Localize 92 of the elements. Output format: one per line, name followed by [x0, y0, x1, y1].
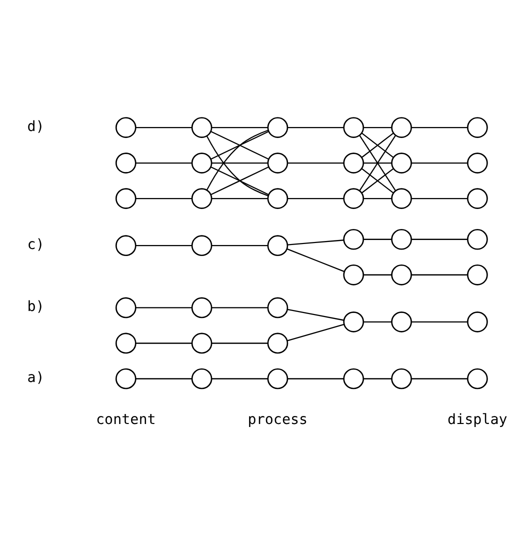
node-circle — [191, 368, 212, 389]
connector — [363, 197, 392, 199]
connector — [412, 126, 468, 128]
node-circle — [267, 296, 288, 318]
node-circle — [267, 152, 288, 173]
node-circle — [115, 332, 136, 354]
node-circle — [467, 228, 488, 250]
node-circle — [467, 264, 488, 285]
connector — [288, 239, 344, 245]
node-circle — [267, 332, 288, 354]
connector — [206, 129, 268, 190]
connector — [136, 306, 192, 308]
node-circle — [267, 116, 288, 138]
connector — [412, 162, 468, 164]
connector — [412, 197, 468, 199]
connector — [363, 320, 392, 322]
connector — [287, 323, 344, 341]
node-circle — [115, 116, 136, 138]
node-circle — [343, 311, 364, 332]
connector — [287, 308, 344, 320]
connector — [136, 378, 192, 379]
connector — [136, 244, 192, 246]
node-circle — [191, 116, 212, 138]
label: content — [96, 411, 156, 428]
connector — [363, 378, 392, 379]
node-circle — [267, 368, 288, 389]
connector — [136, 126, 192, 128]
node-circle — [343, 228, 364, 250]
label: b) — [27, 298, 44, 315]
node-circle — [343, 116, 364, 138]
connector — [412, 238, 468, 240]
connector — [212, 306, 268, 308]
node-circle — [191, 234, 212, 256]
connector — [359, 134, 396, 190]
node-circle — [115, 188, 136, 208]
label: process — [248, 411, 308, 428]
node-circle — [391, 228, 412, 250]
node-circle — [115, 368, 136, 389]
label: display — [448, 411, 508, 428]
node-circle — [191, 296, 212, 318]
node-circle — [467, 368, 488, 389]
connector — [286, 248, 345, 272]
connector — [288, 197, 344, 199]
connector — [136, 197, 192, 199]
node-circle — [343, 368, 364, 389]
connector — [412, 378, 468, 379]
node-circle — [191, 332, 212, 354]
connector — [212, 126, 268, 128]
connector — [136, 342, 192, 344]
connector — [361, 132, 394, 158]
connector — [206, 135, 268, 196]
connector — [212, 197, 268, 199]
connector — [136, 162, 192, 164]
connector — [412, 274, 468, 275]
node-circle — [115, 234, 136, 256]
connector — [361, 168, 394, 193]
node-circle — [267, 234, 288, 256]
node-circle — [467, 152, 488, 173]
node-circle — [391, 311, 412, 332]
connector — [412, 320, 468, 322]
connector — [288, 378, 344, 379]
connector — [212, 342, 268, 344]
connector — [363, 274, 392, 275]
node-circle — [343, 264, 364, 285]
connector — [212, 378, 268, 379]
node-circle — [467, 116, 488, 138]
node-circle — [343, 188, 364, 208]
connector — [288, 126, 344, 128]
node-circle — [391, 264, 412, 285]
node-circle — [467, 311, 488, 332]
connector — [212, 244, 268, 246]
node-circle — [267, 188, 288, 208]
node-circle — [467, 188, 488, 208]
node-circle — [343, 152, 364, 173]
node-circle — [391, 368, 412, 389]
connector — [363, 162, 392, 164]
connector — [288, 162, 344, 164]
node-circle — [391, 116, 412, 138]
node-circle — [191, 188, 212, 208]
node-circle — [115, 296, 136, 318]
connector — [363, 126, 392, 128]
node-circle — [115, 152, 136, 173]
node-circle — [191, 152, 212, 173]
label: c) — [27, 236, 44, 252]
label: a) — [27, 370, 44, 386]
label: d) — [27, 118, 44, 134]
connector — [210, 130, 269, 160]
connector — [210, 166, 269, 195]
node-circle — [391, 188, 412, 208]
connector — [363, 238, 392, 240]
connector — [212, 162, 268, 164]
node-circle — [391, 152, 412, 173]
